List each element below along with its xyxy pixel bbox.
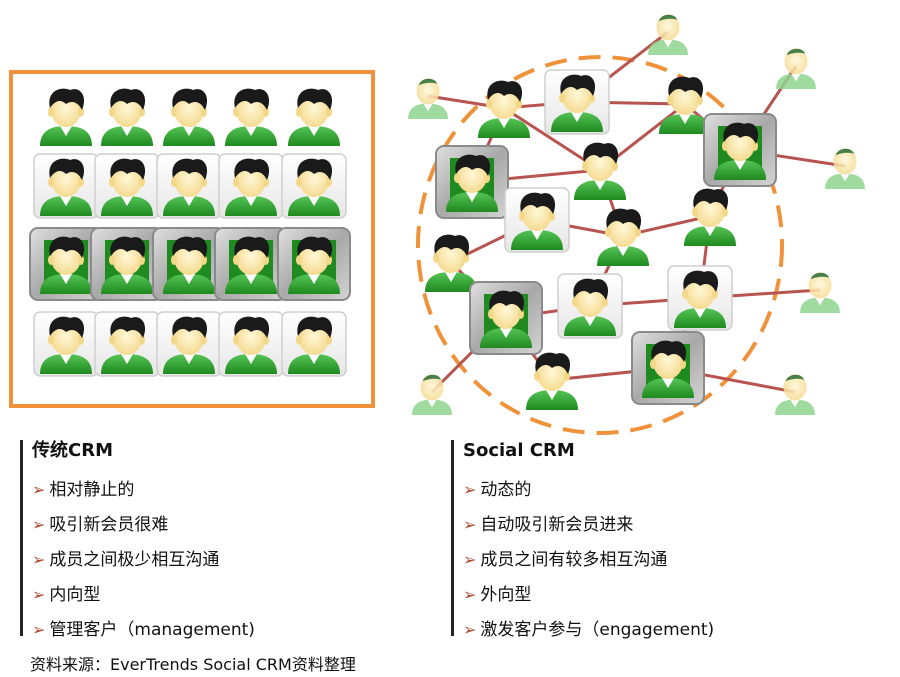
traditional-crm-frame <box>9 70 375 408</box>
list-item: ➢成员之间有较多相互沟通 <box>463 550 668 570</box>
person-icon <box>800 272 840 313</box>
person-icon <box>94 153 160 219</box>
person-icon <box>218 153 284 219</box>
person-icon <box>33 311 99 377</box>
list-item: ➢相对静止的 <box>32 480 135 500</box>
arrow-bullet-icon: ➢ <box>32 515 46 534</box>
person-icon <box>33 153 99 219</box>
person-icon <box>648 14 688 55</box>
framed-person-icon <box>29 227 103 301</box>
social-crm-boundary <box>416 55 784 435</box>
person-icon <box>504 187 570 253</box>
person-icon <box>156 153 222 219</box>
person-icon <box>40 88 92 146</box>
source-note: 资料来源：EverTrends Social CRM资料整理 <box>30 655 356 674</box>
traditional-people-grid <box>29 88 351 377</box>
framed-person-icon <box>214 227 288 301</box>
person-icon <box>775 374 815 415</box>
person-icon <box>218 311 284 377</box>
person-icon <box>825 148 865 189</box>
list-item: ➢自动吸引新会员进来 <box>463 515 634 535</box>
arrow-bullet-icon: ➢ <box>463 620 477 639</box>
list-item: ➢成员之间极少相互沟通 <box>32 550 220 570</box>
arrow-bullet-icon: ➢ <box>32 550 46 569</box>
list-item: ➢管理客户（management) <box>32 620 255 640</box>
traditional-crm-title: 传统CRM <box>32 440 113 461</box>
list-item: ➢外向型 <box>463 585 532 605</box>
person-icon <box>574 142 626 200</box>
social-people-network <box>408 14 865 415</box>
framed-person-icon <box>631 331 705 405</box>
list-item: ➢动态的 <box>463 480 532 500</box>
framed-person-icon <box>469 281 543 355</box>
framed-person-icon <box>152 227 226 301</box>
person-icon <box>281 153 347 219</box>
person-icon <box>425 234 477 292</box>
column-rule <box>451 440 454 636</box>
person-icon <box>526 352 578 410</box>
arrow-bullet-icon: ➢ <box>32 480 46 499</box>
person-icon <box>288 88 340 146</box>
person-icon <box>281 311 347 377</box>
list-item: ➢激发客户参与（engagement) <box>463 620 715 640</box>
column-rule <box>20 440 23 636</box>
person-icon <box>597 208 649 266</box>
person-icon <box>557 273 623 339</box>
arrow-bullet-icon: ➢ <box>32 620 46 639</box>
person-icon <box>544 69 610 135</box>
social-crm-column: Social CRM ➢动态的 ➢自动吸引新会员进来 ➢成员之间有较多相互沟通 … <box>451 438 871 647</box>
list-item: ➢吸引新会员很难 <box>32 515 169 535</box>
person-icon <box>412 374 452 415</box>
person-icon <box>156 311 222 377</box>
social-crm-title: Social CRM <box>463 440 575 461</box>
arrow-bullet-icon: ➢ <box>463 480 477 499</box>
list-item: ➢内向型 <box>32 585 101 605</box>
framed-person-icon <box>277 227 351 301</box>
person-icon <box>667 265 733 331</box>
framed-person-icon <box>703 113 777 187</box>
arrow-bullet-icon: ➢ <box>463 550 477 569</box>
social-crm-list: ➢动态的 ➢自动吸引新会员进来 ➢成员之间有较多相互沟通 ➢外向型 ➢激发客户参… <box>463 472 871 647</box>
arrow-bullet-icon: ➢ <box>463 585 477 604</box>
arrow-bullet-icon: ➢ <box>32 585 46 604</box>
framed-person-icon <box>435 145 509 219</box>
person-icon <box>101 88 153 146</box>
person-icon <box>163 88 215 146</box>
traditional-crm-column: 传统CRM ➢相对静止的 ➢吸引新会员很难 ➢成员之间极少相互沟通 ➢内向型 ➢… <box>20 438 440 647</box>
person-icon <box>776 48 816 89</box>
framed-person-icon <box>90 227 164 301</box>
person-icon <box>684 188 736 246</box>
person-icon <box>408 78 448 119</box>
person-icon <box>659 76 711 134</box>
person-icon <box>94 311 160 377</box>
traditional-crm-list: ➢相对静止的 ➢吸引新会员很难 ➢成员之间极少相互沟通 ➢内向型 ➢管理客户（m… <box>32 472 440 647</box>
person-icon <box>225 88 277 146</box>
arrow-bullet-icon: ➢ <box>463 515 477 534</box>
person-icon <box>478 80 530 138</box>
